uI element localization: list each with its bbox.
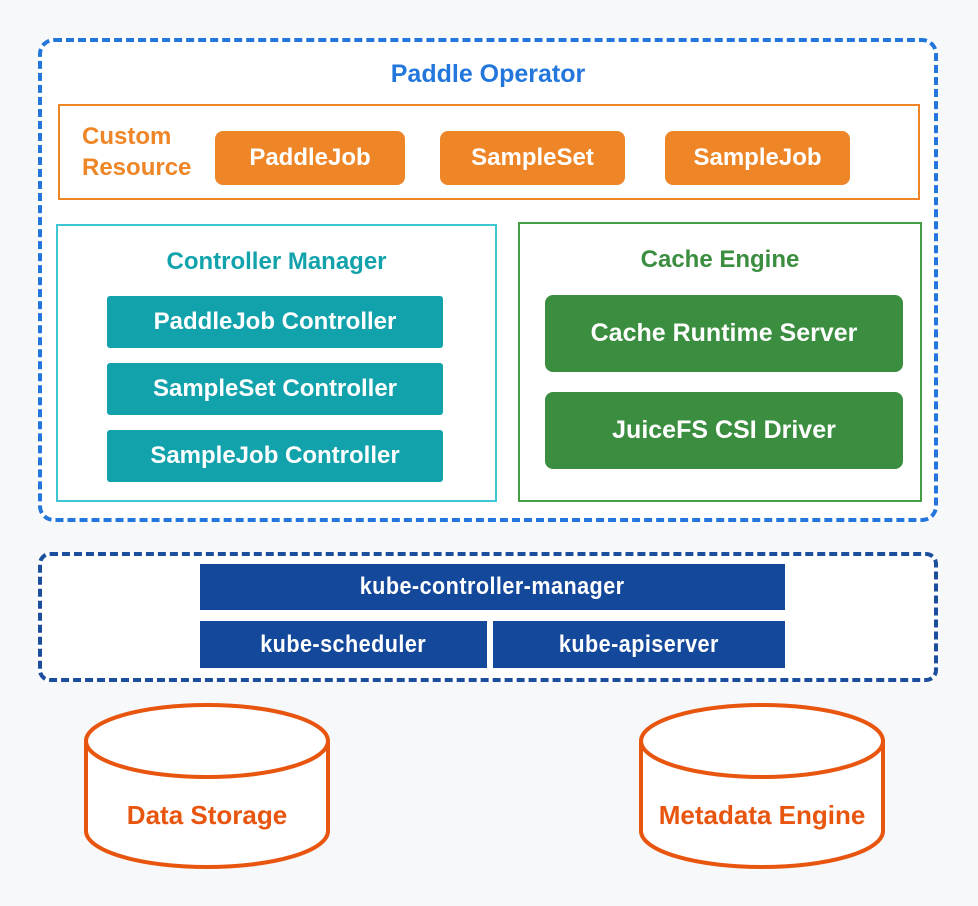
custom-resource-box: Custom Resource PaddleJob SampleSet Samp… [58, 104, 920, 200]
kube-scheduler-label: kube-scheduler [260, 630, 427, 658]
custom-resource-label: Custom Resource [82, 121, 191, 183]
node-samplejob: SampleJob [665, 131, 850, 185]
paddle-operator-group: Paddle Operator Custom Resource PaddleJo… [38, 38, 938, 522]
data-storage-label: Data Storage [126, 800, 288, 830]
data-storage-cylinder: Data Storage [83, 701, 331, 873]
database-cylinder-icon [84, 703, 330, 869]
node-cache-runtime-server: Cache Runtime Server [545, 295, 903, 372]
kubernetes-group: kube-controller-manager kube-scheduler k… [38, 552, 938, 682]
database-cylinder-icon [639, 703, 885, 869]
node-juicefs-csi-driver: JuiceFS CSI Driver [545, 392, 903, 469]
node-paddlejob-controller: PaddleJob Controller [107, 296, 443, 348]
paddle-operator-title: Paddle Operator [390, 60, 586, 88]
node-sampleset-controller: SampleSet Controller [107, 363, 443, 415]
cache-engine-title: Cache Engine [640, 246, 800, 273]
cache-engine-box: Cache Engine Cache Runtime Server JuiceF… [518, 222, 922, 502]
controller-manager-box: Controller Manager PaddleJob Controller … [56, 224, 497, 502]
node-samplejob-controller: SampleJob Controller [107, 430, 443, 482]
controller-manager-title: Controller Manager [166, 248, 387, 275]
metadata-engine-cylinder: Metadata Engine [638, 701, 886, 873]
node-kube-controller-manager: kube-controller-manager [200, 564, 785, 610]
node-sampleset: SampleSet [440, 131, 625, 185]
custom-resource-label-line1: Custom [82, 122, 172, 150]
kube-apiserver-label: kube-apiserver [558, 630, 719, 658]
custom-resource-label-line2: Resource [82, 154, 192, 181]
metadata-engine-label: Metadata Engine [658, 800, 866, 830]
kube-controller-manager-label: kube-controller-manager [360, 573, 625, 600]
node-kube-apiserver: kube-apiserver [493, 621, 785, 668]
node-paddlejob: PaddleJob [215, 131, 405, 185]
node-kube-scheduler: kube-scheduler [200, 621, 487, 668]
